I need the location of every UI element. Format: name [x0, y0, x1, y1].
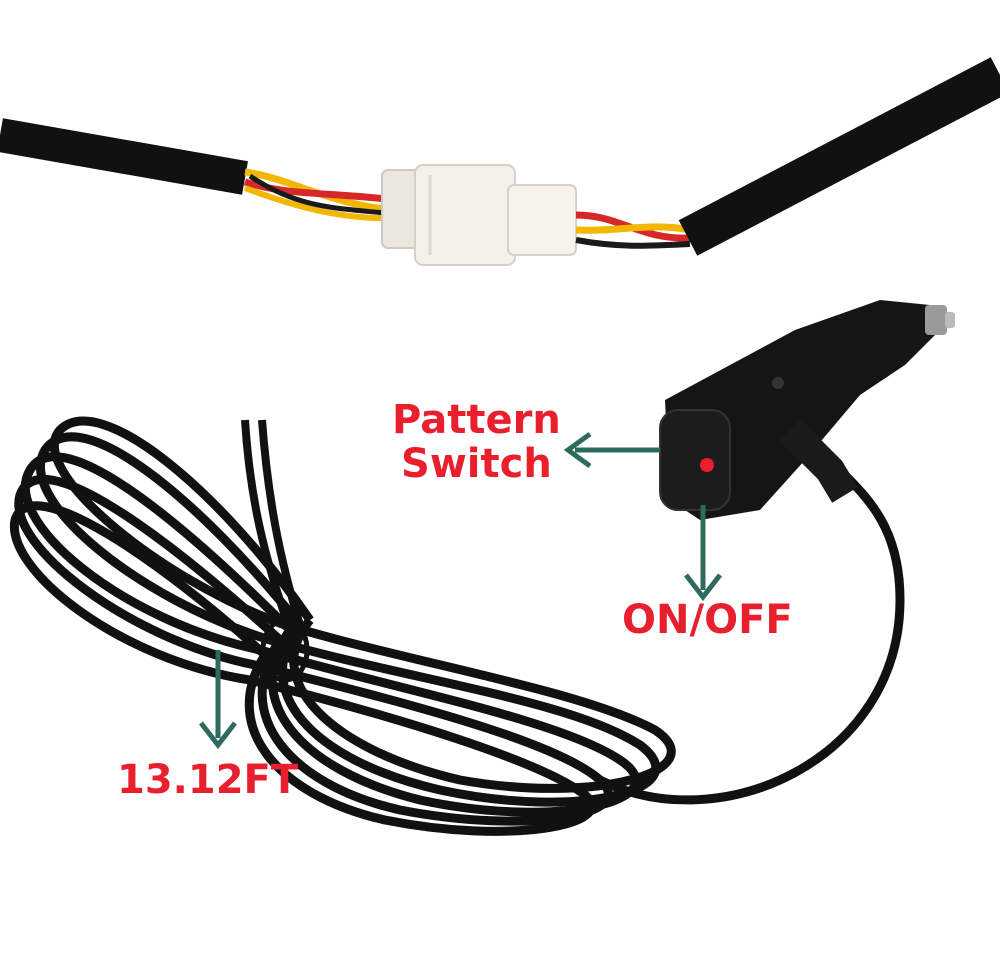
- coiled-cable: [9, 416, 905, 836]
- lighter-plug: [659, 300, 955, 520]
- pattern-switch-label-line2: Switch: [401, 441, 552, 487]
- on-off-label: ON/OFF: [622, 597, 793, 643]
- pattern-switch-label-line1: Pattern: [392, 397, 561, 443]
- arrow-left-icon: [563, 431, 660, 469]
- pattern-switch-label: Pattern Switch: [392, 398, 561, 486]
- connector-assembly: [0, 57, 1000, 266]
- cable-length-label: 13.12FT: [117, 757, 299, 803]
- arrow-down-icon: [199, 650, 237, 750]
- arrow-down-icon: [684, 505, 722, 602]
